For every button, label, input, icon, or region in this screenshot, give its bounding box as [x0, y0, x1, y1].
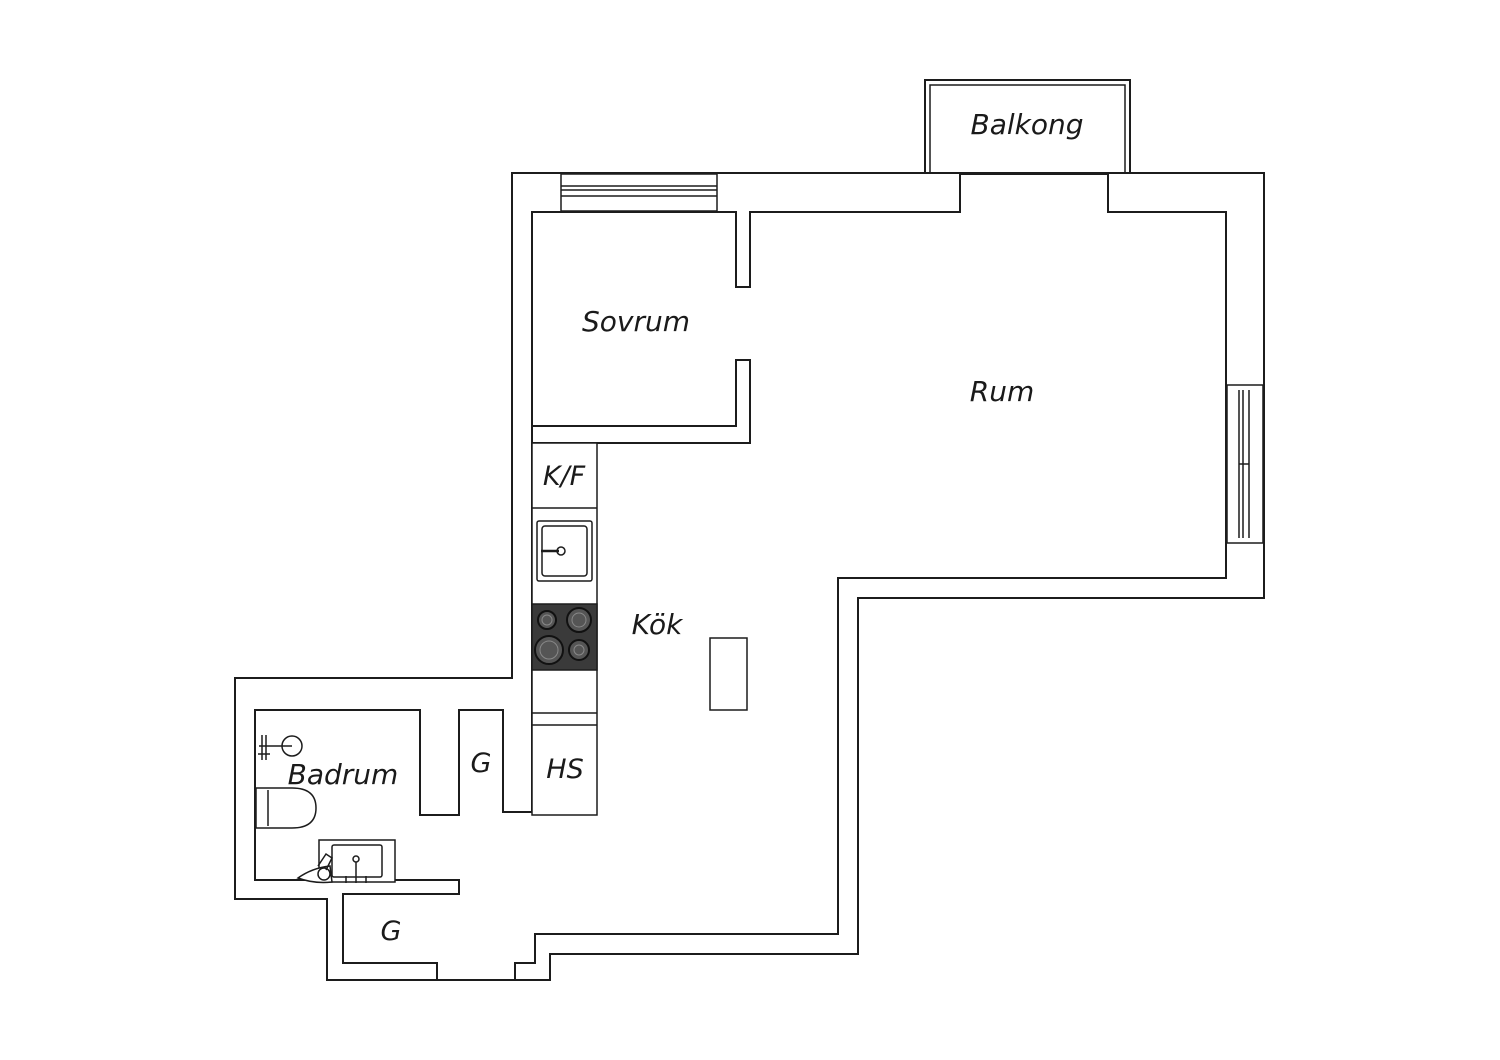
kitchen-island: [709, 637, 748, 711]
toilet-icon: [255, 787, 317, 829]
label-g-lower: G: [381, 916, 402, 947]
label-balkong: Balkong: [970, 108, 1083, 141]
bedroom-wall: [531, 359, 751, 444]
label-rum: Rum: [970, 375, 1034, 408]
exterior-wall: [234, 172, 1265, 981]
label-hs: HS: [546, 754, 583, 785]
stove-icon: [531, 603, 598, 671]
label-kok: Kök: [632, 608, 684, 641]
kitchen-sink-icon: [536, 520, 593, 582]
living-room-window: [1226, 384, 1264, 544]
bedroom-window: [560, 173, 718, 212]
washing-machine-icon: [296, 852, 333, 884]
label-g-upper: G: [471, 748, 492, 779]
label-kf: K/F: [543, 461, 586, 492]
label-badrum: Badrum: [288, 758, 399, 791]
shower-icon: [258, 735, 303, 760]
label-sovrum: Sovrum: [582, 305, 690, 338]
